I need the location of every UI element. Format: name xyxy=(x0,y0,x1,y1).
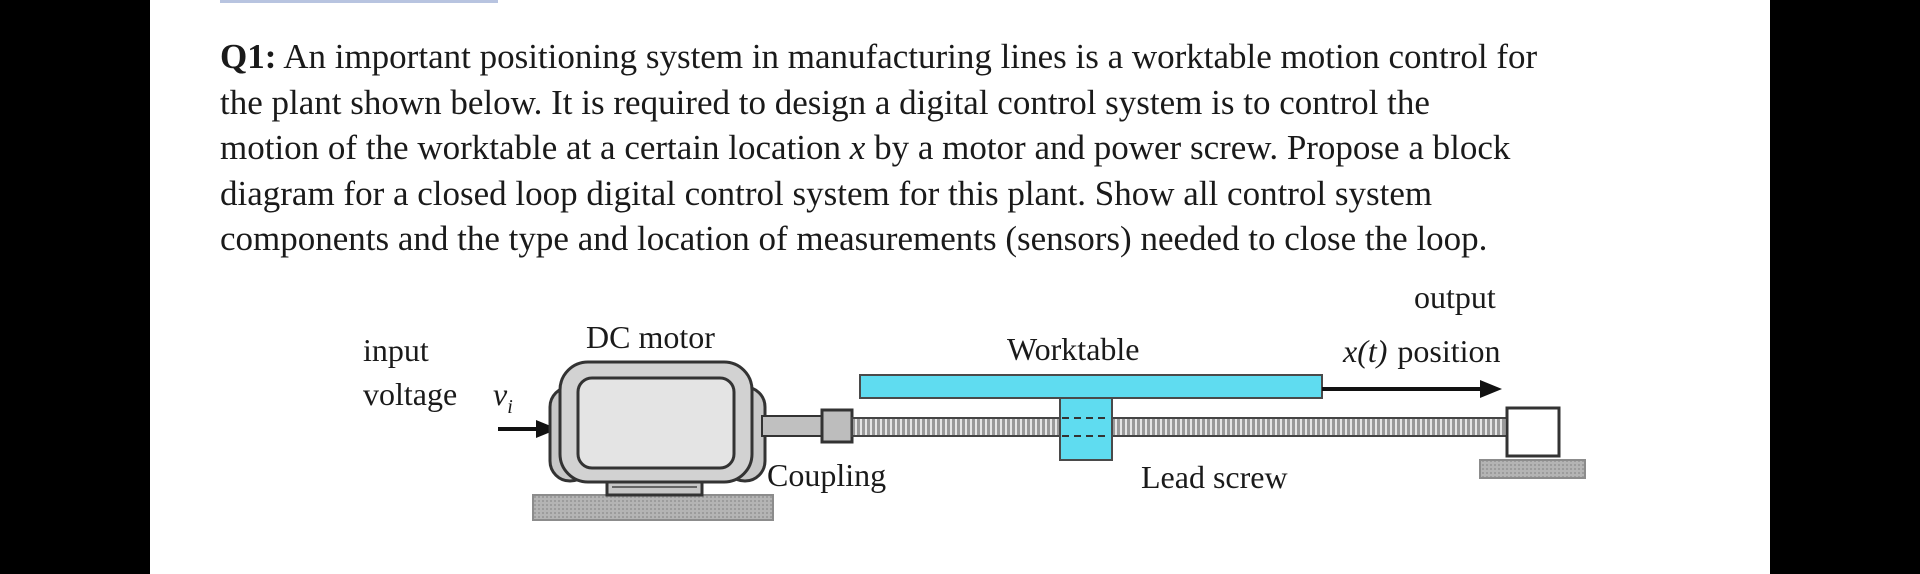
end-support-base xyxy=(1479,459,1586,479)
question-line-1: Q1: An important positioning system in m… xyxy=(220,34,1720,80)
question-line-2: the plant shown below. It is required to… xyxy=(220,82,1430,122)
input-label: input xyxy=(363,332,429,368)
output-variable: x(t) xyxy=(1342,333,1387,369)
document-page: Q1: An important positioning system in m… xyxy=(150,0,1770,574)
end-bearing xyxy=(1505,406,1561,458)
motor-base xyxy=(532,494,774,521)
input-variable-subscript: i xyxy=(507,396,513,418)
voltage-label: voltage xyxy=(363,376,457,412)
output-label: output xyxy=(1414,279,1496,315)
motor-shaft xyxy=(761,415,823,437)
input-arrow-head xyxy=(536,420,558,438)
coupling-label: Coupling xyxy=(767,457,886,493)
worktable-plant-diagram: input voltage vi DC motor Coupling Lead … xyxy=(363,279,1586,521)
coupling xyxy=(820,408,854,444)
input-variable-v: v xyxy=(493,376,508,412)
lead-screw-label: Lead screw xyxy=(1141,459,1288,495)
motor-body-inner xyxy=(576,376,736,470)
question-line-3: motion of the worktable at a certain loc… xyxy=(220,125,1720,171)
lead-screw xyxy=(851,417,1508,437)
output-position-label: x(t) position xyxy=(1342,333,1501,369)
input-variable: vi xyxy=(493,376,513,418)
dc-motor-label: DC motor xyxy=(586,319,715,355)
question-label: Q1: xyxy=(220,37,277,76)
question-line-5: components and the type and location of … xyxy=(220,219,1488,258)
question-line-3-before: motion of the worktable at a certain loc… xyxy=(220,128,850,167)
position-word: position xyxy=(1397,333,1500,369)
worktable-label: Worktable xyxy=(1007,331,1139,367)
top-rule xyxy=(220,0,498,3)
worktable xyxy=(859,374,1323,399)
question-text: Q1: An important positioning system in m… xyxy=(220,34,1720,262)
question-line-4: diagram for a closed loop digital contro… xyxy=(220,173,1433,213)
question-line-1-text: An important positioning system in manuf… xyxy=(276,37,1538,76)
worktable-nut xyxy=(1059,397,1113,461)
voltage-word: voltage xyxy=(363,376,457,412)
question-variable-x: x xyxy=(849,128,866,167)
question-line-3-after: by a motor and power screw. Propose a bl… xyxy=(865,128,1511,167)
output-arrow-head xyxy=(1480,380,1502,398)
